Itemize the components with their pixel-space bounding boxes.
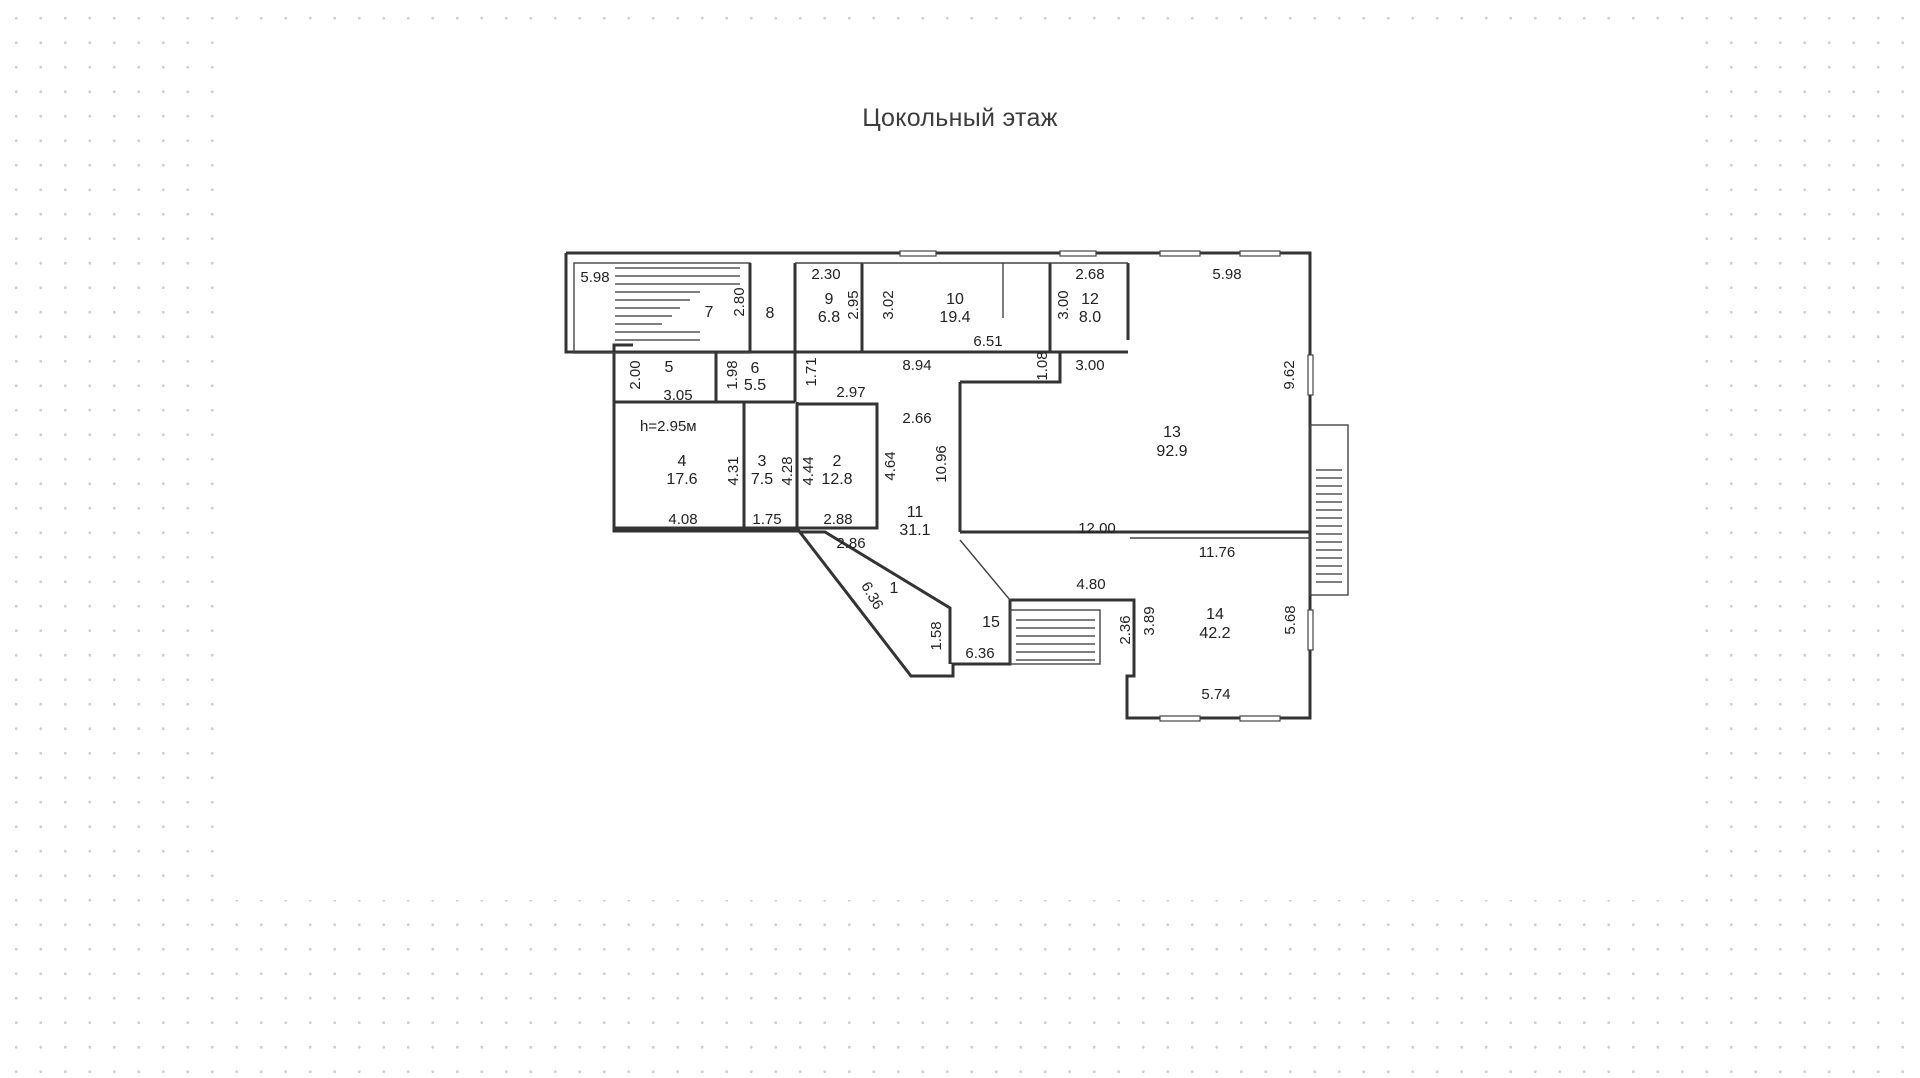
dimension-label: 3.05 xyxy=(663,387,692,404)
dimension-label: 6.51 xyxy=(973,333,1002,350)
height-note: h=2.95м xyxy=(640,418,697,435)
dimension-label: 2.97 xyxy=(836,384,865,401)
dimension-label: 6.36 xyxy=(857,579,886,613)
dimension-label: 2.88 xyxy=(823,511,852,528)
room-9-area: 6.8 xyxy=(818,309,840,326)
room-4-number: 4 xyxy=(678,453,687,470)
dimension-label: 4.31 xyxy=(725,456,742,485)
dimension-label: 1.75 xyxy=(752,511,781,528)
dimension-label: 3.00 xyxy=(1075,357,1104,374)
room-11-area: 31.1 xyxy=(899,522,930,539)
dimension-label: 5.98 xyxy=(580,269,609,286)
dimension-label: 4.44 xyxy=(800,456,817,485)
room-14-number: 14 xyxy=(1206,606,1224,623)
dimension-label: 4.80 xyxy=(1076,576,1105,593)
dimension-label: 2.68 xyxy=(1075,266,1104,283)
dimension-label: 4.28 xyxy=(779,456,796,485)
dimension-label: 3.89 xyxy=(1141,606,1158,635)
dimension-label: 10.96 xyxy=(933,445,950,483)
room-13-area: 92.9 xyxy=(1156,443,1187,460)
room-12-area: 8.0 xyxy=(1079,309,1101,326)
room-13-number: 13 xyxy=(1163,424,1181,441)
dimension-label: 2.86 xyxy=(836,535,865,552)
dimension-label: 3.02 xyxy=(880,290,897,319)
dimension-label: 2.36 xyxy=(1117,615,1134,644)
exterior-walls xyxy=(564,251,1312,720)
dimension-label: 4.64 xyxy=(882,451,899,480)
dimension-label: 2.95 xyxy=(845,290,862,319)
room-1-number: 1 xyxy=(890,580,899,597)
room-2-number: 2 xyxy=(833,453,842,470)
dimension-label: 3.00 xyxy=(1055,290,1072,319)
dimension-label: 4.08 xyxy=(668,511,697,528)
dimension-label: 5.74 xyxy=(1201,686,1230,703)
dimension-label: 11.76 xyxy=(1199,544,1235,561)
room-10-area: 19.4 xyxy=(939,309,970,326)
room-6-area: 5.5 xyxy=(744,377,766,394)
dimension-label: 1.58 xyxy=(928,621,945,650)
room-2-area: 12.8 xyxy=(821,471,852,488)
room-10-number: 10 xyxy=(946,291,964,308)
room-5-number: 5 xyxy=(665,359,674,376)
dimension-label: 2.00 xyxy=(627,360,644,389)
room-12-number: 12 xyxy=(1081,291,1099,308)
room-7-number: 7 xyxy=(705,304,714,321)
dimension-label: 5.98 xyxy=(1212,266,1241,283)
windows xyxy=(899,250,1314,722)
dimension-label: 2.66 xyxy=(902,410,931,427)
dimension-label: 6.36 xyxy=(965,645,994,662)
room-3-area: 7.5 xyxy=(751,471,773,488)
floor-title: Цокольный этаж xyxy=(862,104,1058,132)
dimension-label: 2.80 xyxy=(731,287,748,316)
room-3-number: 3 xyxy=(758,453,767,470)
dimension-label: 1.98 xyxy=(724,360,741,389)
dimension-label: 2.30 xyxy=(811,266,840,283)
dimension-label: 5.68 xyxy=(1282,605,1299,634)
dimension-label: 1.71 xyxy=(803,357,820,386)
dimension-label: 8.94 xyxy=(902,357,931,374)
room-14-area: 42.2 xyxy=(1199,625,1230,642)
room-6-number: 6 xyxy=(751,360,760,377)
room-labels: 7 8 9 6.8 10 19.4 12 8.0 5 6 5.5 4 17.6 … xyxy=(640,291,1231,642)
stair-hatch xyxy=(615,267,1349,661)
room-11-number: 11 xyxy=(907,504,924,521)
room-15-number: 15 xyxy=(982,614,1000,631)
dimension-labels: 5.98 2.80 2.30 2.95 3.02 6.51 2.68 3.00 … xyxy=(580,266,1299,703)
dimension-label: 1.08 xyxy=(1034,351,1051,380)
dimension-label: 9.62 xyxy=(1281,360,1298,389)
dimension-label: 12.00 xyxy=(1078,520,1116,537)
room-8-number: 8 xyxy=(766,305,775,322)
room-9-number: 9 xyxy=(825,291,834,308)
room-4-area: 17.6 xyxy=(666,471,697,488)
